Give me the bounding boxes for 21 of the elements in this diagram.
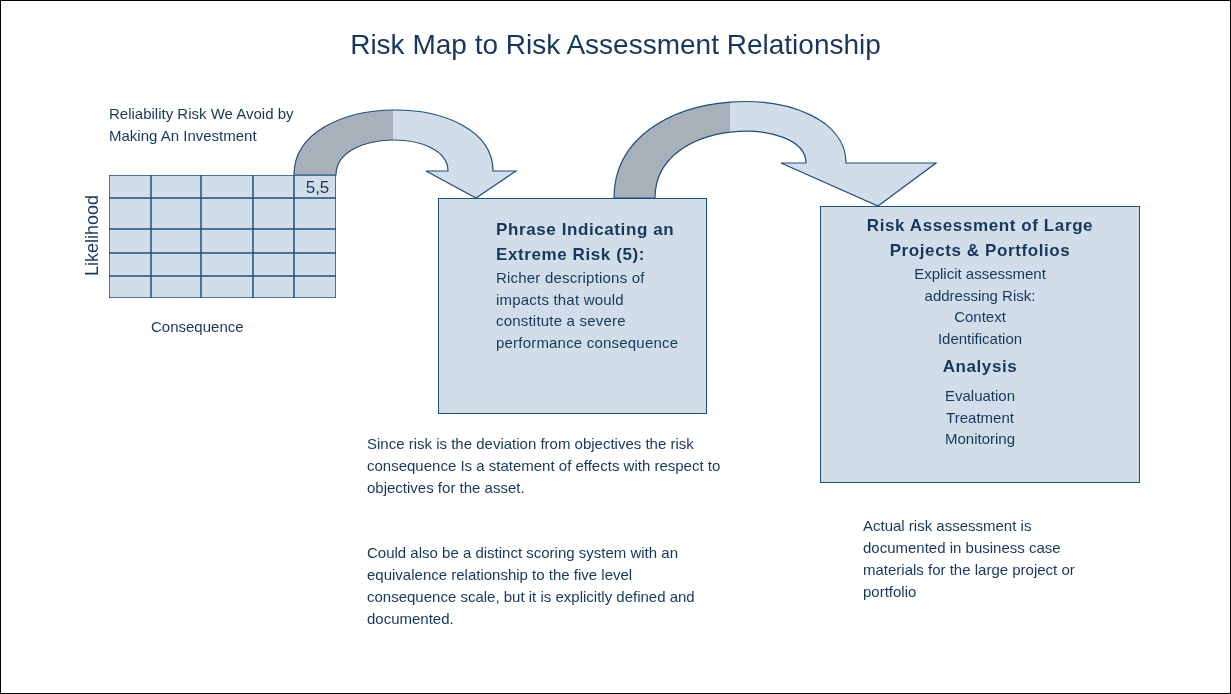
- title: Risk Map to Risk Assessment Relationship: [349, 29, 882, 61]
- note-text: Since risk is the deviation from objectives the risk consequence Is a statement of effects with respect to objectives for the asset.: [367, 434, 722, 498]
- list-item: Explicit assessment addressing Risk:: [913, 264, 1047, 306]
- cell-value: 5,5: [304, 178, 331, 198]
- box-heading: Phrase Indicating an Extreme Risk (5):: [496, 219, 676, 266]
- list-item: Context: [953, 307, 1007, 327]
- axis-label: Likelihood: [81, 193, 103, 279]
- list-item: Monitoring: [943, 429, 1016, 449]
- box-heading: Risk Assessment of Large Projects & Portfolios: [865, 215, 1095, 262]
- list-item: Identification: [936, 328, 1024, 349]
- heading: Reliability Risk We Avoid by Making An Investment: [109, 104, 295, 146]
- box-description: Richer descriptions of impacts that would constitute a severe performance consequence: [496, 268, 680, 353]
- axis-label: Consequence: [151, 318, 244, 335]
- box-heading: Analysis: [941, 356, 1019, 378]
- text-box: [820, 206, 1140, 483]
- note-text: Could also be a distinct scoring system with an equivalence relationship to the five level consequence scale, but it is explicitly defined and documented.: [367, 543, 696, 629]
- text-box: [438, 198, 707, 414]
- list-item: Treatment: [945, 407, 1015, 428]
- curved-block-arrow: [613, 101, 937, 207]
- note-text: Actual risk assessment is documented in business case materials for the large project or portfolio: [863, 516, 1076, 602]
- list-item: Evaluation: [943, 386, 1017, 406]
